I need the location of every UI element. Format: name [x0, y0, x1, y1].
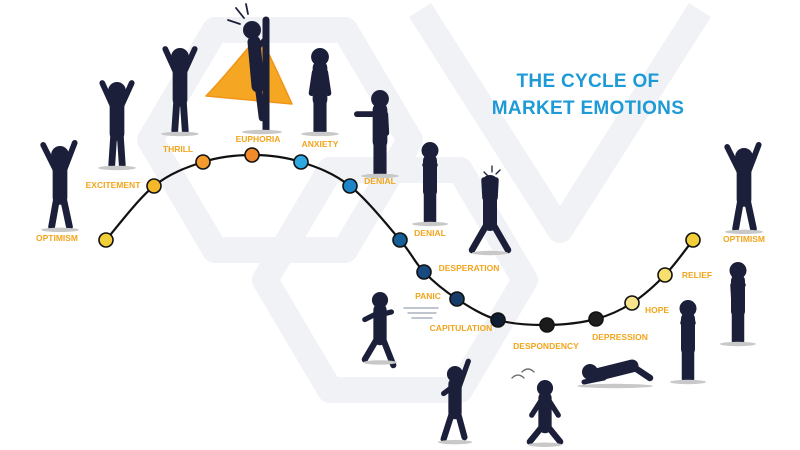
stage-label-capitulation: CAPITULATION: [430, 323, 493, 333]
stage-marker-relief: [657, 267, 673, 283]
figure-capitulation: [437, 358, 473, 445]
stick-figures: [40, 3, 763, 447]
stage-label-despondency: DESPONDENCY: [513, 341, 579, 351]
stage-marker-capitulation: [490, 312, 506, 328]
stage-marker-panic: [449, 291, 465, 307]
stage-label-relief: RELIEF: [682, 270, 712, 280]
figure-euphoria: [205, 3, 293, 135]
title-line-1: THE CYCLE OF: [516, 71, 660, 92]
stage-marker-denial-1: [342, 178, 358, 194]
stage-label-depression: DEPRESSION: [592, 332, 648, 342]
stage-marker-optimism-end: [685, 232, 701, 248]
stage-label-hope: HOPE: [645, 305, 669, 315]
stage-markers: [98, 147, 701, 333]
motion-lines: [403, 165, 535, 379]
stage-label-denial-2: DENIAL: [414, 228, 446, 238]
figure-anxiety: [301, 48, 339, 137]
figure-optimism-end: [724, 141, 763, 235]
figure-depression: [577, 359, 654, 389]
title-line-2: MARKET EMOTIONS: [491, 98, 685, 119]
figure-relief: [720, 262, 756, 347]
stage-label-euphoria: EUPHORIA: [236, 134, 281, 144]
figure-desperation: [468, 175, 512, 256]
stage-marker-optimism-start: [98, 232, 114, 248]
figure-denial-1: [354, 90, 399, 179]
figure-thrill: [161, 46, 199, 137]
stage-marker-denial-2: [392, 232, 408, 248]
figure-hope: [670, 300, 706, 385]
stage-label-optimism-end: OPTIMISM: [723, 234, 765, 244]
figure-excitement: [98, 80, 136, 171]
stage-marker-hope: [624, 295, 640, 311]
stage-marker-thrill: [195, 154, 211, 170]
figure-despondency: [526, 380, 564, 447]
stage-label-excitement: EXCITEMENT: [86, 180, 142, 190]
stage-label-optimism-start: OPTIMISM: [36, 233, 78, 243]
stage-marker-despondency: [539, 317, 555, 333]
figure-optimism-start: [40, 139, 79, 233]
stage-label-thrill: THRILL: [163, 144, 193, 154]
figure-panic: [361, 292, 398, 369]
stage-labels: OPTIMISM EXCITEMENT THRILL EUPHORIA ANXIETY D…: [36, 134, 765, 351]
diagram-title: THE CYCLE OF MARKET EMOTIONS: [488, 68, 688, 122]
stage-marker-depression: [588, 311, 604, 327]
figure-denial-2: [412, 142, 448, 227]
stage-label-denial-1: DENIAL: [364, 176, 396, 186]
stage-label-desperation: DESPERATION: [439, 263, 500, 273]
stage-marker-excitement: [146, 178, 162, 194]
stage-marker-desperation: [416, 264, 432, 280]
stage-marker-euphoria: [244, 147, 260, 163]
stage-marker-anxiety: [293, 154, 309, 170]
stage-label-anxiety: ANXIETY: [302, 139, 339, 149]
stage-label-panic: PANIC: [415, 291, 441, 301]
